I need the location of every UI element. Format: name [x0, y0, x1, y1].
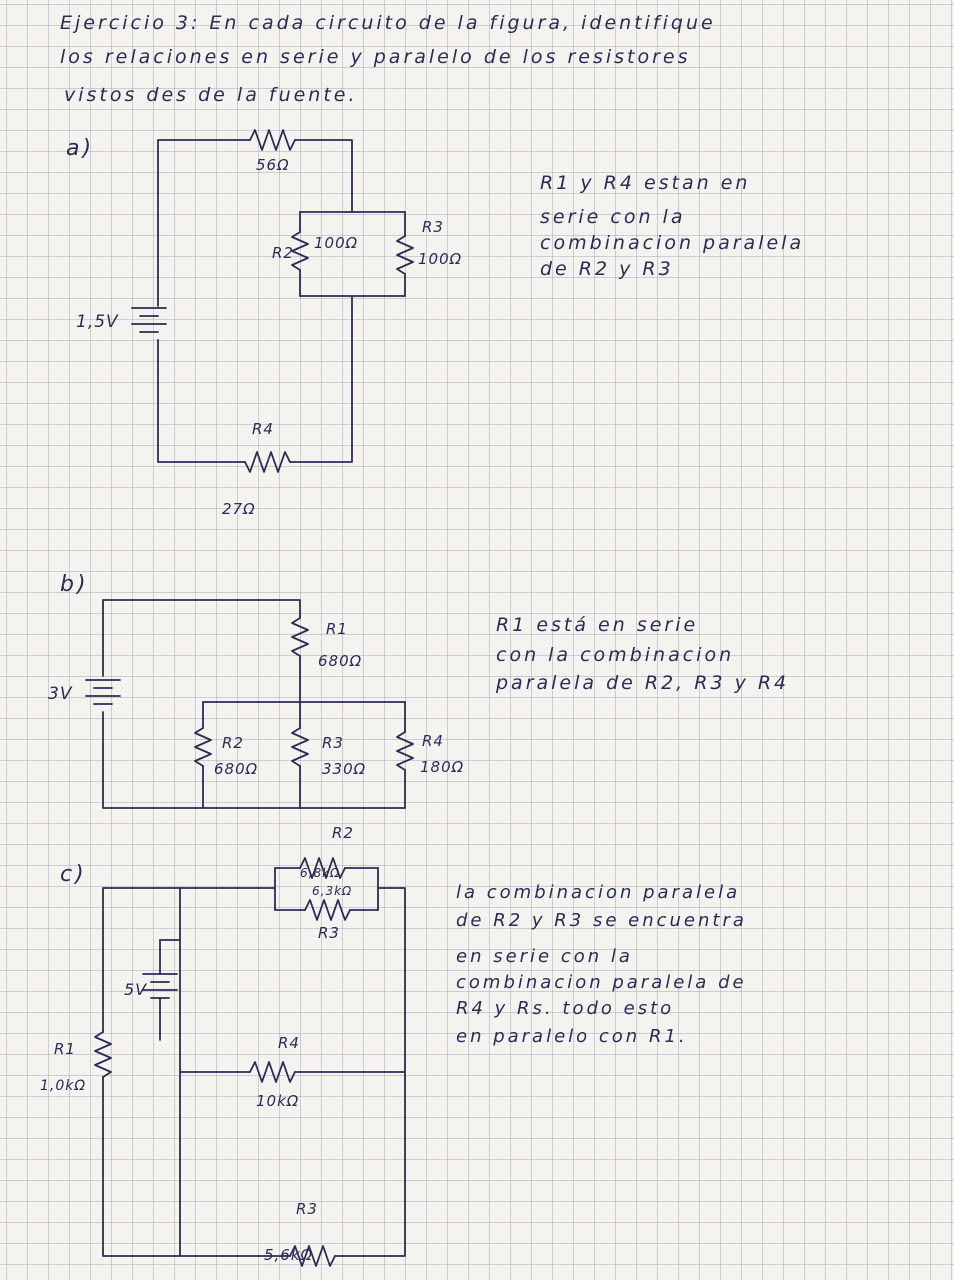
circuit-a-note-line-4: de R2 y R3: [540, 258, 674, 280]
circuit-a-battery-symbol: [131, 307, 167, 333]
circuit-b-r3-value: 330Ω: [322, 760, 367, 778]
circuit-b-note-line-1: R1 está en serie: [496, 614, 699, 636]
circuit-b-r4-value: 180Ω: [420, 758, 465, 776]
circuit-c-r4-name: R4: [278, 1034, 300, 1052]
circuit-b-r1-value: 680Ω: [318, 652, 363, 670]
circuit-b-r4-zigzag: [396, 731, 414, 771]
circuit-c-wiring: [94, 857, 406, 1267]
circuit-a-r2-name: R2: [272, 244, 294, 262]
circuit-a-r2-value: 100Ω: [314, 234, 359, 252]
circuit-c-source-voltage: 5V: [124, 980, 148, 999]
circuit-c-r4-zigzag: [249, 1061, 296, 1083]
circuit-a-r4-name: R4: [252, 420, 274, 438]
circuit-b-r1-name: R1: [326, 620, 348, 638]
circuit-c-r1-name: R1: [54, 1040, 76, 1058]
circuit-c-r3-name: R3: [318, 924, 340, 942]
circuit-b-wiring: [85, 599, 414, 809]
circuit-c-note-line-4: combinacion paralela de: [456, 972, 747, 993]
circuit-c-r3-value: 6,3kΩ: [312, 884, 353, 898]
circuit-b-r2-zigzag: [194, 727, 212, 767]
circuit-a-r1-value: 56Ω: [256, 156, 290, 174]
circuit-a-r3-zigzag: [396, 235, 414, 275]
circuit-a-r4-value: 27Ω: [222, 500, 256, 518]
circuit-a-r1-zigzag: [249, 129, 296, 151]
exercise-header-line-1: Ejercicio 3: En cada circuito de la figu…: [60, 12, 716, 34]
circuit-b-r3-name: R3: [322, 734, 344, 752]
circuit-c-r4-value: 10kΩ: [256, 1092, 300, 1110]
circuit-c-label: c): [60, 862, 87, 887]
circuit-c-battery-symbol: [142, 973, 178, 999]
circuit-a-r4-zigzag: [244, 451, 291, 473]
circuit-b-r1-zigzag: [291, 617, 309, 657]
circuit-b-r2-value: 680Ω: [214, 760, 259, 778]
circuit-a-source-voltage: 1,5V: [76, 312, 119, 332]
circuit-b-r3-zigzag: [291, 727, 309, 767]
circuit-b-note-line-3: paralela de R2, R3 y R4: [496, 672, 790, 694]
circuit-a-note-line-2: serie con la: [540, 206, 686, 228]
circuit-c-r2-zigzag: [299, 857, 346, 879]
circuit-c-r3-zigzag: [304, 899, 351, 921]
circuit-c-note-line-3: en serie con la: [456, 946, 633, 967]
circuit-b-r4-name: R4: [422, 732, 444, 750]
circuit-b-note-line-2: con la combinacion: [496, 644, 735, 666]
circuit-c-r2-value: 6,8kΩ: [300, 866, 341, 880]
circuit-b-r2-name: R2: [222, 734, 244, 752]
circuit-c-r1-value: 1,0kΩ: [40, 1078, 87, 1094]
circuit-c-note-line-5: R4 y Rs. todo esto: [456, 998, 675, 1019]
circuit-a-note-line-1: R1 y R4 estan en: [540, 172, 751, 194]
circuit-b-battery-symbol: [85, 679, 121, 705]
exercise-header-line-2: los relaciones en serie y paralelo de lo…: [60, 46, 691, 68]
circuit-a-wiring: [131, 129, 414, 473]
circuit-a-r3-value: 100Ω: [418, 250, 463, 268]
circuit-b-label: b): [60, 572, 89, 597]
circuit-c-r5-value: 5,6kΩ: [264, 1246, 314, 1264]
exercise-header-line-3: vistos des de la fuente.: [64, 84, 358, 106]
circuit-c-r2-name: R2: [332, 824, 354, 842]
circuit-a-note-line-3: combinacion paralela: [540, 232, 805, 254]
circuit-c-note-line-6: en paralelo con R1.: [456, 1026, 688, 1047]
circuit-a-label: a): [66, 136, 95, 161]
circuit-b-source-voltage: 3V: [48, 684, 73, 704]
circuit-c-note-line-1: la combinacion paralela: [456, 882, 741, 903]
circuit-c-r1-zigzag: [94, 1031, 112, 1078]
circuit-a-r3-name: R3: [422, 218, 444, 236]
circuit-c-r5-zigzag: [289, 1245, 336, 1267]
circuit-c-r5-name: R3: [296, 1200, 318, 1218]
circuit-a-r2-zigzag: [291, 231, 309, 271]
circuit-c-note-line-2: de R2 y R3 se encuentra: [456, 910, 747, 931]
